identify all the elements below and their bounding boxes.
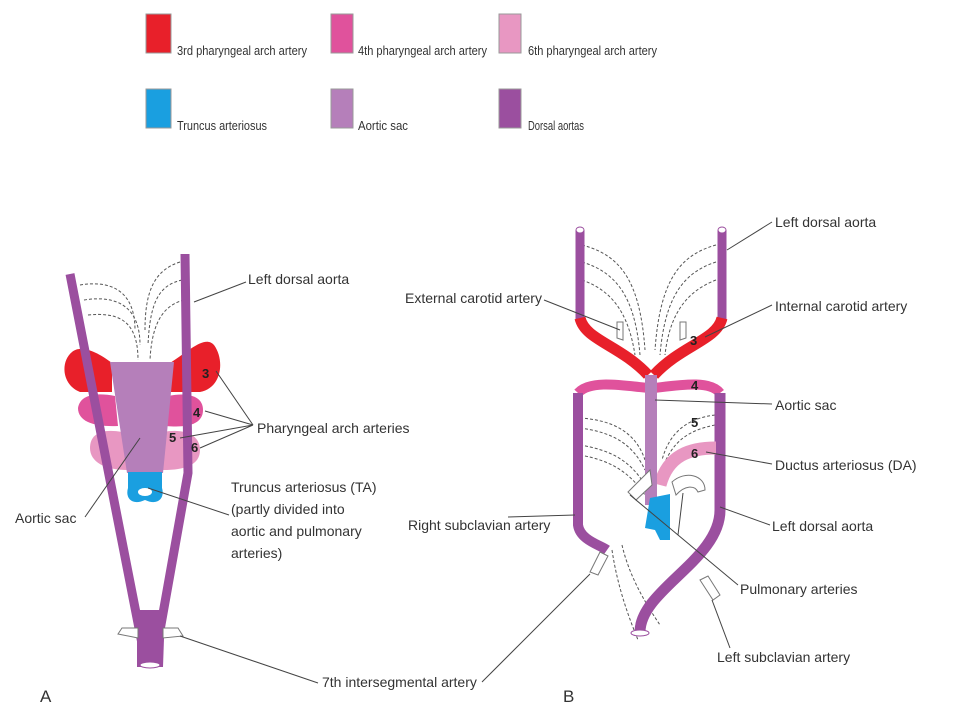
3rd-arch-left-common-carotid xyxy=(649,316,728,379)
right-dorsal-aorta-top-lumen xyxy=(575,226,585,234)
truncus-arteriosus-b xyxy=(645,494,670,540)
panel-a-dashed-vessels xyxy=(79,261,185,361)
label-7th-intersegmental: 7th intersegmental artery xyxy=(322,674,477,690)
truncus-lumen xyxy=(138,488,152,496)
legend-swatch-6th-arch xyxy=(498,13,522,54)
dorsal-aorta-lumen xyxy=(139,661,161,669)
panel-b-dashed-vessels xyxy=(579,244,717,641)
label-ductus-arteriosus: Ductus arteriosus (DA) xyxy=(775,457,917,473)
panel-b-leader-lines xyxy=(481,221,773,683)
legend-label-dorsal-aortas: Dorsal aortas xyxy=(528,118,584,133)
label-external-carotid: External carotid artery xyxy=(405,290,542,306)
arch-number-3-b: 3 xyxy=(690,333,697,348)
external-carotid-stub-right xyxy=(616,321,624,341)
arch-number-6-b: 6 xyxy=(691,446,698,461)
label-aortic-sac-b: Aortic sac xyxy=(775,397,836,413)
legend: 3rd pharyngeal arch artery 4th pharyngea… xyxy=(145,13,657,133)
label-truncus-line2: (partly divided into xyxy=(231,501,345,517)
aortic-sac-a xyxy=(110,362,174,473)
label-truncus-line3: aortic and pulmonary xyxy=(231,523,362,539)
panel-letter-b: B xyxy=(563,687,574,706)
common-dorsal-aorta-a xyxy=(137,610,165,667)
external-carotid-stub-left xyxy=(679,321,687,341)
legend-swatch-4th-arch xyxy=(330,13,354,54)
legend-swatch-aortic-sac xyxy=(330,88,354,129)
label-pulmonary-arteries: Pulmonary arteries xyxy=(740,581,858,597)
arch-number-3: 3 xyxy=(202,366,209,381)
arch-number-5: 5 xyxy=(169,430,176,445)
4th-arch-right xyxy=(574,379,649,397)
legend-label-aortic-sac: Aortic sac xyxy=(358,118,408,133)
left-subclavian-stub xyxy=(699,575,721,601)
panel-letter-a: A xyxy=(40,687,52,706)
pulmonary-artery-left xyxy=(671,474,706,496)
ductus-arteriosus-6th-arch xyxy=(653,441,717,488)
3rd-arch-right-common-carotid xyxy=(574,316,653,379)
right-subclavian-artery-b xyxy=(573,393,610,555)
right-dorsal-aorta-a xyxy=(149,253,193,665)
7th-intersegmental-stub-right xyxy=(589,551,609,576)
7th-intersegmental-artery-left xyxy=(117,627,139,639)
3rd-arch-artery-right xyxy=(170,341,221,392)
7th-intersegmental-artery-right xyxy=(162,627,184,639)
panel-a: 3 4 5 6 Left dorsal aorta Pharyngeal arc… xyxy=(15,253,477,706)
4th-arch-left xyxy=(653,379,724,397)
arch-number-5-b: 5 xyxy=(691,415,698,430)
label-left-subclavian: Left subclavian artery xyxy=(717,649,850,665)
left-dorsal-aorta-lower-b xyxy=(634,393,726,633)
label-left-dorsal-aorta-b-top: Left dorsal aorta xyxy=(775,214,876,230)
label-truncus-line4: arteries) xyxy=(231,545,282,561)
label-internal-carotid: Internal carotid artery xyxy=(775,298,907,314)
arch-number-4-b: 4 xyxy=(691,378,699,393)
legend-swatch-3rd-arch xyxy=(145,13,172,54)
legend-label-4th-arch: 4th pharyngeal arch artery xyxy=(358,43,487,58)
arch-number-4: 4 xyxy=(193,405,201,420)
truncus-arteriosus-a xyxy=(127,472,163,503)
left-dorsal-aorta-top-lumen xyxy=(717,226,727,234)
label-left-dorsal-aorta-a: Left dorsal aorta xyxy=(248,271,349,287)
label-truncus-line1: Truncus arteriosus (TA) xyxy=(231,479,376,495)
left-dorsal-aorta-a xyxy=(65,273,151,665)
panel-b: 3 4 5 6 Left dorsal aorta External carot… xyxy=(405,214,917,706)
label-pharyngeal-arch-arteries: Pharyngeal arch arteries xyxy=(257,420,410,436)
legend-label-6th-arch: 6th pharyngeal arch artery xyxy=(528,43,657,58)
label-left-dorsal-aorta-b-bottom: Left dorsal aorta xyxy=(772,518,873,534)
label-aortic-sac-a: Aortic sac xyxy=(15,510,76,526)
label-right-subclavian: Right subclavian artery xyxy=(408,517,550,533)
legend-swatch-truncus xyxy=(145,88,172,129)
legend-label-truncus: Truncus arteriosus xyxy=(177,118,267,133)
panel-a-leader-lines xyxy=(84,281,319,684)
arch-number-6: 6 xyxy=(191,440,198,455)
dorsal-aorta-bottom-lumen xyxy=(630,629,650,637)
legend-label-3rd-arch: 3rd pharyngeal arch artery xyxy=(177,43,307,58)
legend-swatch-dorsal-aortas xyxy=(498,88,522,129)
